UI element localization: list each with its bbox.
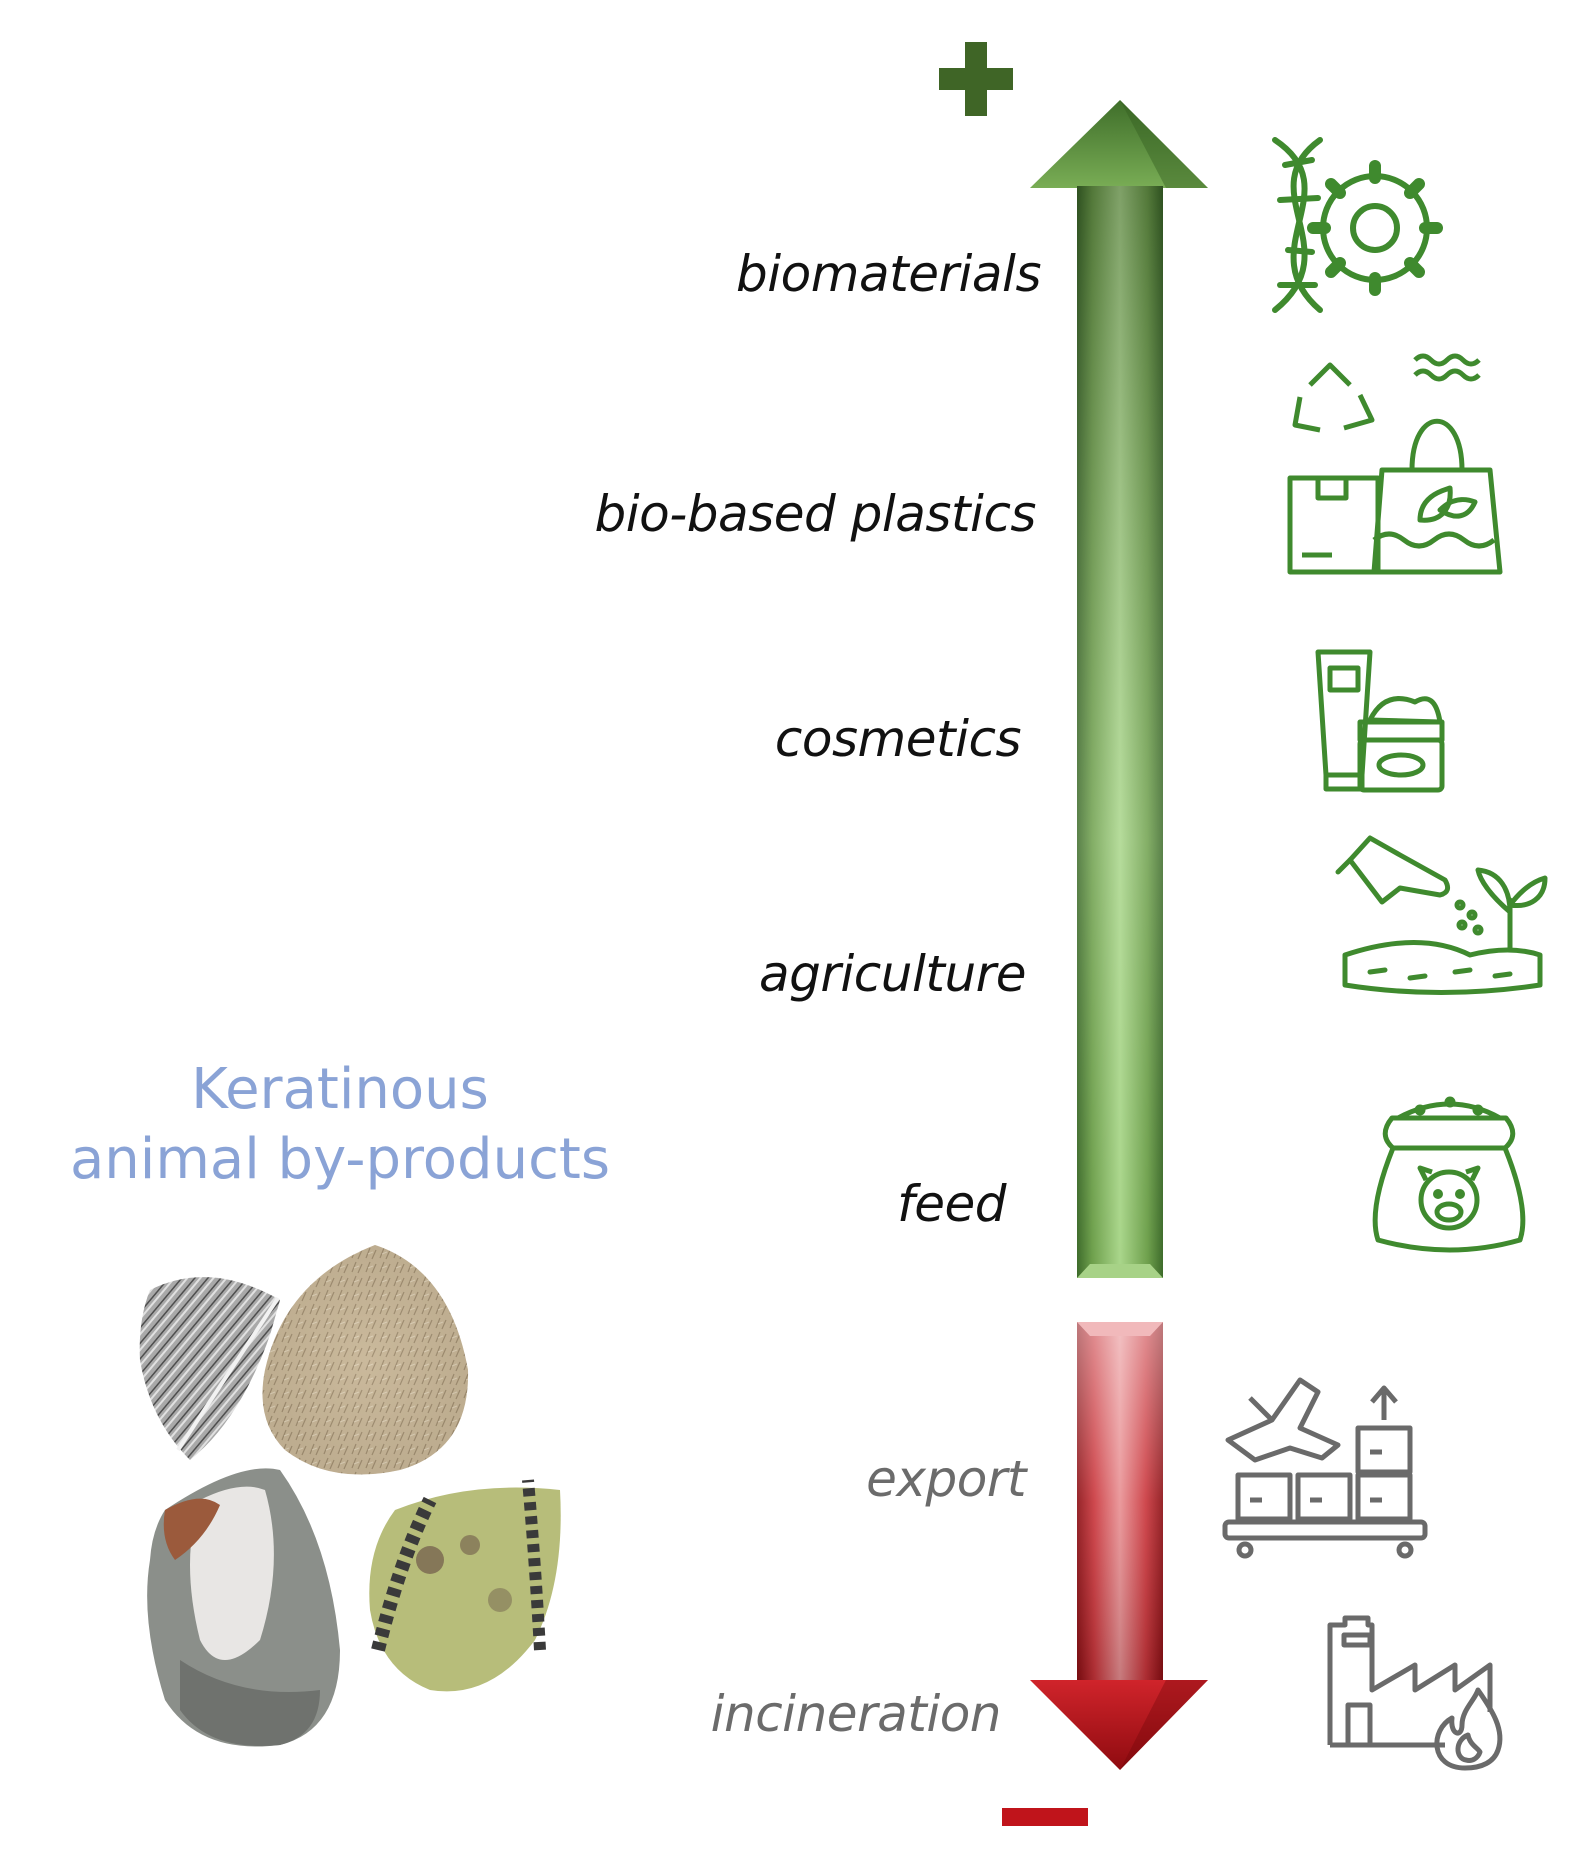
- recycle-box-bag-icon: [1287, 353, 1503, 575]
- hedgehog-spines-photo: [262, 1245, 469, 1475]
- airplane-cargo-boxes-icon: [1222, 1377, 1428, 1559]
- cosmetic-tube-jar-icon: [1315, 649, 1445, 793]
- group-title-line-2: animal by-products: [69, 1127, 611, 1192]
- pig-feed-sack-icon: [1372, 1096, 1526, 1253]
- label-bio-based-plastics: bio-based plastics: [594, 485, 1037, 543]
- label-export: export: [866, 1450, 1026, 1508]
- label-incineration: incineration: [710, 1685, 1002, 1743]
- label-biomaterials: biomaterials: [736, 245, 1041, 303]
- label-cosmetics: cosmetics: [774, 710, 1022, 768]
- label-feed: feed: [897, 1175, 1006, 1233]
- factory-fire-icon: [1327, 1615, 1503, 1771]
- hand-sowing-seeds-icon: [1335, 835, 1548, 995]
- positive-value-arrow: [1030, 100, 1208, 1278]
- plus-sign-icon: [939, 42, 1013, 116]
- hoof-photo: [147, 1468, 340, 1747]
- label-agriculture: agriculture: [758, 945, 1027, 1003]
- feather-photo: [139, 1277, 280, 1460]
- negative-value-arrow: [1030, 1322, 1208, 1770]
- group-title: Keratinous animal by-products: [20, 1055, 660, 1195]
- dna-gear-icon: [1272, 137, 1443, 313]
- group-title-line-1: Keratinous: [191, 1057, 489, 1122]
- horns-photo: [369, 1479, 561, 1692]
- minus-sign-icon: [1002, 1808, 1088, 1826]
